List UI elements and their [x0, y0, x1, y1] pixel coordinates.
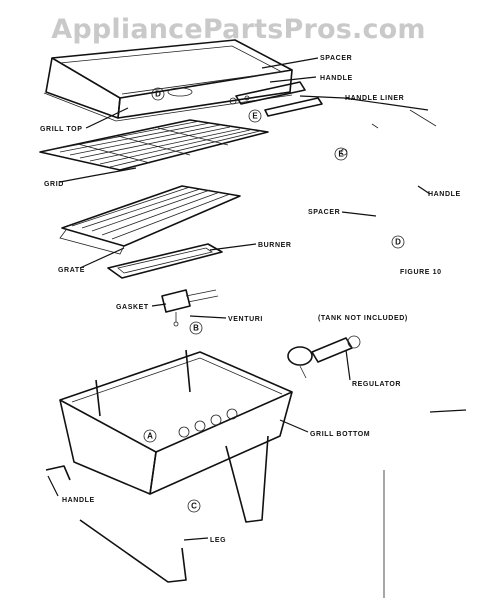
- callout-b-text: B: [193, 324, 199, 333]
- label-handle-top: HANDLE: [320, 75, 353, 82]
- handle-top-part: [229, 81, 323, 117]
- label-grill-bottom: GRILL BOTTOM: [310, 431, 370, 438]
- label-handle-bottom: HANDLE: [62, 497, 95, 504]
- grid-part: [39, 119, 269, 171]
- label-handle-right: HANDLE: [428, 191, 461, 198]
- label-venturi: VENTURI: [228, 316, 263, 323]
- label-leg: LEG: [210, 537, 226, 544]
- callout-e-right: E: [334, 147, 348, 161]
- grill-top-part: [43, 39, 293, 122]
- burner-part: [107, 243, 223, 279]
- grill-bottom-part: [59, 349, 293, 495]
- leg-part: [45, 435, 269, 583]
- callout-a-text: A: [147, 432, 153, 441]
- label-spacer-top: SPACER: [320, 55, 352, 62]
- regulator-part: [287, 335, 361, 379]
- leader-lines: [47, 57, 467, 598]
- callout-c-text: C: [191, 502, 197, 511]
- callout-d-top-text: D: [155, 90, 161, 99]
- callout-e-right-text: E: [338, 150, 344, 159]
- label-tank-note: (TANK NOT INCLUDED): [318, 315, 408, 322]
- spacer-right-part: [340, 123, 379, 156]
- callout-d-top: D: [151, 87, 165, 101]
- callout-e-top-text: E: [252, 112, 258, 121]
- watermark: AppliancePartsPros.com: [51, 14, 426, 45]
- callout-d-right: D: [391, 235, 405, 249]
- grate-part: [59, 185, 241, 255]
- label-burner: BURNER: [258, 242, 292, 249]
- label-handle-liner: HANDLE LINER: [345, 95, 404, 102]
- callout-c: C: [187, 499, 201, 513]
- label-spacer-right: SPACER: [308, 209, 340, 216]
- label-figure: FIGURE 10: [400, 269, 442, 276]
- label-grill-top: GRILL TOP: [40, 126, 82, 133]
- callout-a: A: [143, 429, 157, 443]
- callout-d-right-text: D: [395, 238, 401, 247]
- label-regulator: REGULATOR: [352, 381, 401, 388]
- label-grid: GRID: [44, 181, 64, 188]
- callout-e-top: E: [248, 109, 262, 123]
- label-gasket: GASKET: [116, 304, 149, 311]
- label-grate: GRATE: [58, 267, 85, 274]
- callout-b: B: [189, 321, 203, 335]
- venturi-part: [161, 289, 219, 327]
